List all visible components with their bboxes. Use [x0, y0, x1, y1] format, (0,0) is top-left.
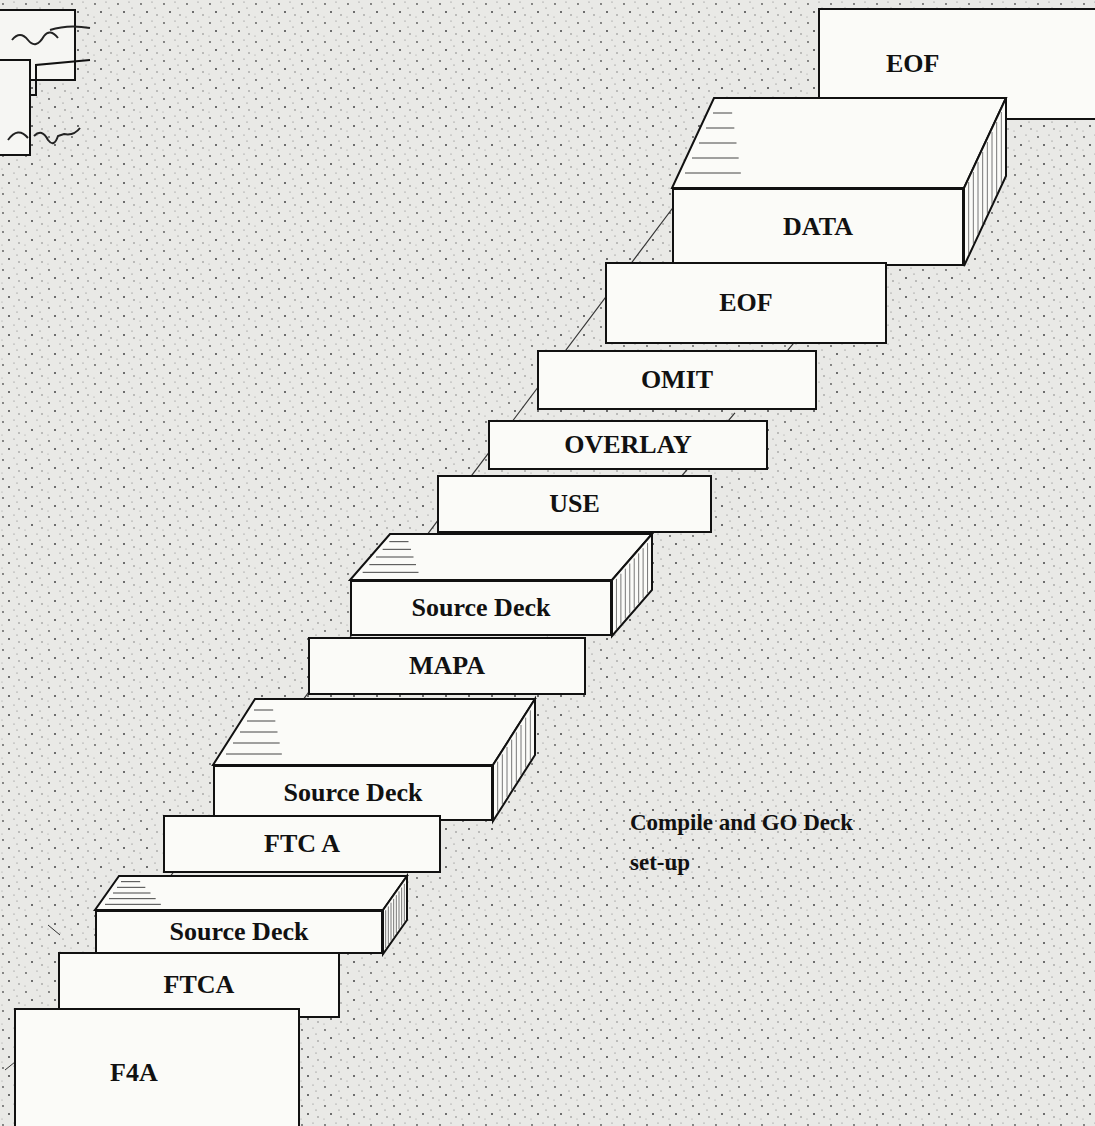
- card-label: USE: [549, 489, 600, 519]
- card-edge-hatch: [647, 543, 648, 593]
- control-card: F4A: [14, 1008, 300, 1126]
- card-edge-hatch: [978, 162, 979, 234]
- card-edge-hatch: [226, 754, 282, 755]
- card-edge-hatch: [404, 884, 405, 922]
- handwriting-scribble: [12, 26, 90, 44]
- deck-side-face: [493, 699, 535, 821]
- deck-top-face: [95, 876, 407, 910]
- card-edge-hatch: [497, 762, 498, 812]
- card-edge-hatch: [507, 747, 508, 797]
- card-edge-hatch: [393, 899, 394, 937]
- card-label: MAPA: [409, 651, 485, 681]
- card-edge-hatch: [685, 173, 741, 174]
- card-edge-hatch: [388, 906, 389, 944]
- card-label: FTCA: [164, 970, 235, 1000]
- card-edge-hatch: [109, 898, 156, 899]
- deck-side-face: [964, 98, 1006, 266]
- card-edge-hatch: [391, 903, 392, 941]
- control-card: USE: [437, 475, 712, 533]
- deck-top-face: [213, 699, 535, 765]
- card-edge-hatch: [376, 557, 414, 558]
- card-edge-hatch: [113, 893, 151, 894]
- card-deck: Source Deck: [95, 910, 383, 954]
- handwriting-scribble: [8, 128, 80, 143]
- card-edge-hatch: [525, 718, 526, 768]
- control-card: EOF: [605, 262, 887, 344]
- control-card: FTC A: [163, 815, 441, 873]
- card-edge-hatch: [634, 558, 635, 608]
- card-edge-hatch: [105, 904, 161, 905]
- card-label: EOF: [886, 49, 939, 79]
- card-edge-hatch: [240, 732, 278, 733]
- card-edge-hatch: [1001, 112, 1002, 184]
- card-label: FTC A: [264, 829, 340, 859]
- caption-text: Compile and GO Deck set-up: [630, 803, 880, 883]
- card-edge-hatch: [117, 887, 145, 888]
- card-edge-hatch: [121, 881, 140, 882]
- card-deck: Source Deck: [350, 580, 612, 636]
- card-edge-hatch: [620, 574, 621, 624]
- card-edge-hatch: [401, 888, 402, 926]
- card-label: Source Deck: [412, 593, 551, 623]
- card-edge-hatch: [399, 891, 400, 929]
- card-deck: Source Deck: [213, 765, 493, 821]
- control-card: OVERLAY: [488, 420, 768, 470]
- card-edge-hatch: [396, 895, 397, 933]
- card-label: OMIT: [641, 365, 713, 395]
- card-label: F4A: [110, 1058, 158, 1088]
- deck-thickness: [672, 188, 673, 189]
- card-label: Source Deck: [284, 778, 423, 808]
- card-label: EOF: [719, 288, 772, 318]
- card-edge-hatch: [247, 721, 275, 722]
- handwritten-box: [0, 60, 30, 155]
- deck-side-face: [612, 534, 652, 636]
- card-edge-hatch: [254, 710, 273, 711]
- card-edge-hatch: [987, 142, 988, 214]
- card-edge-hatch: [982, 152, 983, 224]
- card-edge-hatch: [511, 740, 512, 790]
- card-edge-hatch: [369, 564, 416, 565]
- deck-thickness: [213, 765, 214, 766]
- card-edge-hatch: [530, 710, 531, 760]
- card-edge-hatch: [521, 725, 522, 775]
- card-edge-hatch: [616, 579, 617, 629]
- card-edge-hatch: [385, 910, 386, 948]
- card-label: DATA: [783, 212, 853, 242]
- card-edge-hatch: [638, 553, 639, 603]
- card-edge-hatch: [629, 564, 630, 614]
- card-deck: DATA: [672, 188, 964, 266]
- deck-thickness: [95, 910, 96, 911]
- card-edge-hatch: [992, 132, 993, 204]
- card-edge-hatch: [233, 743, 280, 744]
- card-edge-hatch: [699, 143, 737, 144]
- card-edge-hatch: [516, 732, 517, 782]
- card-edge-hatch: [968, 182, 969, 254]
- pencil-mark: [48, 925, 60, 935]
- card-edge-hatch: [973, 172, 974, 244]
- card-edge-hatch: [389, 541, 408, 542]
- card-edge-hatch: [625, 569, 626, 619]
- card-edge-hatch: [383, 549, 411, 550]
- card-edge-hatch: [363, 572, 419, 573]
- deck-thickness: [350, 580, 351, 581]
- card-edge-hatch: [502, 754, 503, 804]
- control-card: OMIT: [537, 350, 817, 410]
- control-card: MAPA: [308, 637, 586, 695]
- card-edge-hatch: [996, 122, 997, 194]
- card-edge-hatch: [706, 128, 734, 129]
- deck-top-face: [672, 98, 1006, 188]
- deck-side-face: [383, 876, 407, 954]
- card-edge-hatch: [643, 548, 644, 598]
- card-label: OVERLAY: [564, 430, 692, 460]
- card-label: Source Deck: [170, 917, 309, 947]
- deck-top-face: [350, 534, 652, 580]
- card-edge-hatch: [692, 158, 739, 159]
- card-edge-hatch: [713, 113, 732, 114]
